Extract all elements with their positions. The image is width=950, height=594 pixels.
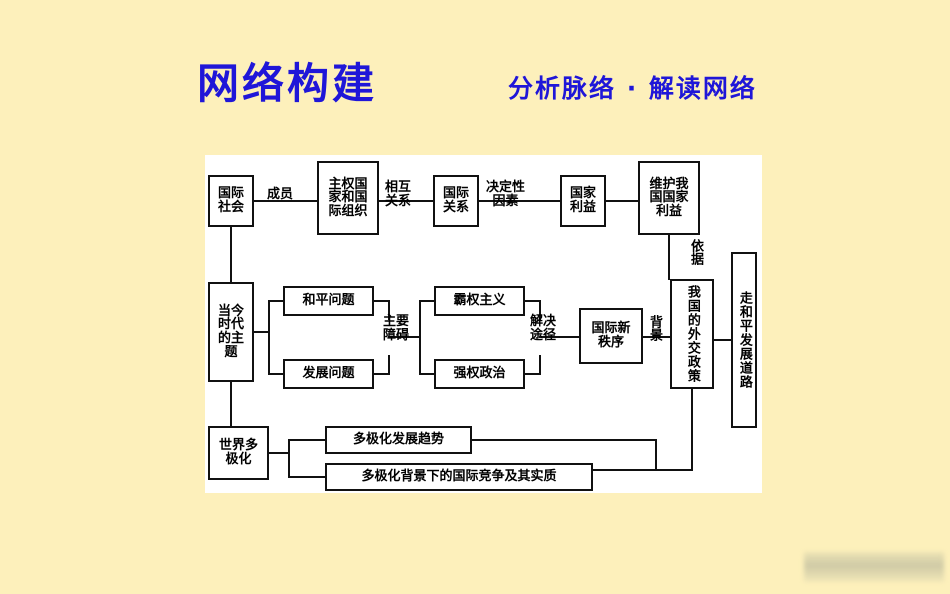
edge-label-beijing: 背景 <box>647 315 663 341</box>
node-dangjin-zhuti: 当今 时代 的主 题 <box>208 282 254 382</box>
edge-label-chengyuan: 成员 <box>267 187 294 202</box>
node-guoji-xin-zhixu: 国际新 秩序 <box>579 308 643 364</box>
node-heping-wenti: 和平问题 <box>283 286 374 316</box>
connector-lines <box>230 200 732 478</box>
node-qiangquan-zhengzhi: 强权政治 <box>434 359 525 389</box>
node-zou-heping-lu: 走和平发展道路 <box>731 252 757 428</box>
node-fazhan-wenti: 发展问题 <box>283 359 374 389</box>
node-weihu-guojia-liyi: 维护我 国国家 利益 <box>638 161 700 235</box>
node-guoji-guanxi: 国际 关系 <box>433 175 479 227</box>
slide-heading: 网络构建 分析脉络 · 解读网络 <box>0 56 950 118</box>
node-guoji-shehui: 国际 社会 <box>208 175 254 227</box>
edge-label-xianghu: 相互 关系 <box>385 180 412 210</box>
node-duojihua-jingzheng: 多极化背景下的国际竞争及其实质 <box>325 463 593 491</box>
concept-map-panel: 国际 社会 主权国 家和国 际组织 国际 关系 国家 利益维护我 国国家 利益当今 时… <box>205 155 762 493</box>
node-baquan-zhuyi: 霸权主义 <box>434 286 525 316</box>
node-guojia-liyi: 国家 利益 <box>560 175 606 227</box>
node-zhuquan-guojia: 主权国 家和国 际组织 <box>317 161 379 235</box>
node-woguo-waijiao: 我国的外交政策 <box>670 279 714 389</box>
edge-label-zhuyao-zhang: 主要 障碍 <box>383 314 410 344</box>
page-subtitle: 分析脉络 · 解读网络 <box>508 74 757 103</box>
edge-label-juedingxing: 决定性 因素 <box>486 180 526 210</box>
node-duojihua-qushi: 多极化发展趋势 <box>325 426 472 454</box>
page-title: 网络构建 <box>197 59 378 108</box>
node-shijie-duojihua: 世界多 极化 <box>208 426 269 480</box>
watermark <box>804 552 944 582</box>
edge-label-jiejue: 解决 途径 <box>530 314 557 344</box>
edge-label-yiju: 依据 <box>688 239 704 265</box>
